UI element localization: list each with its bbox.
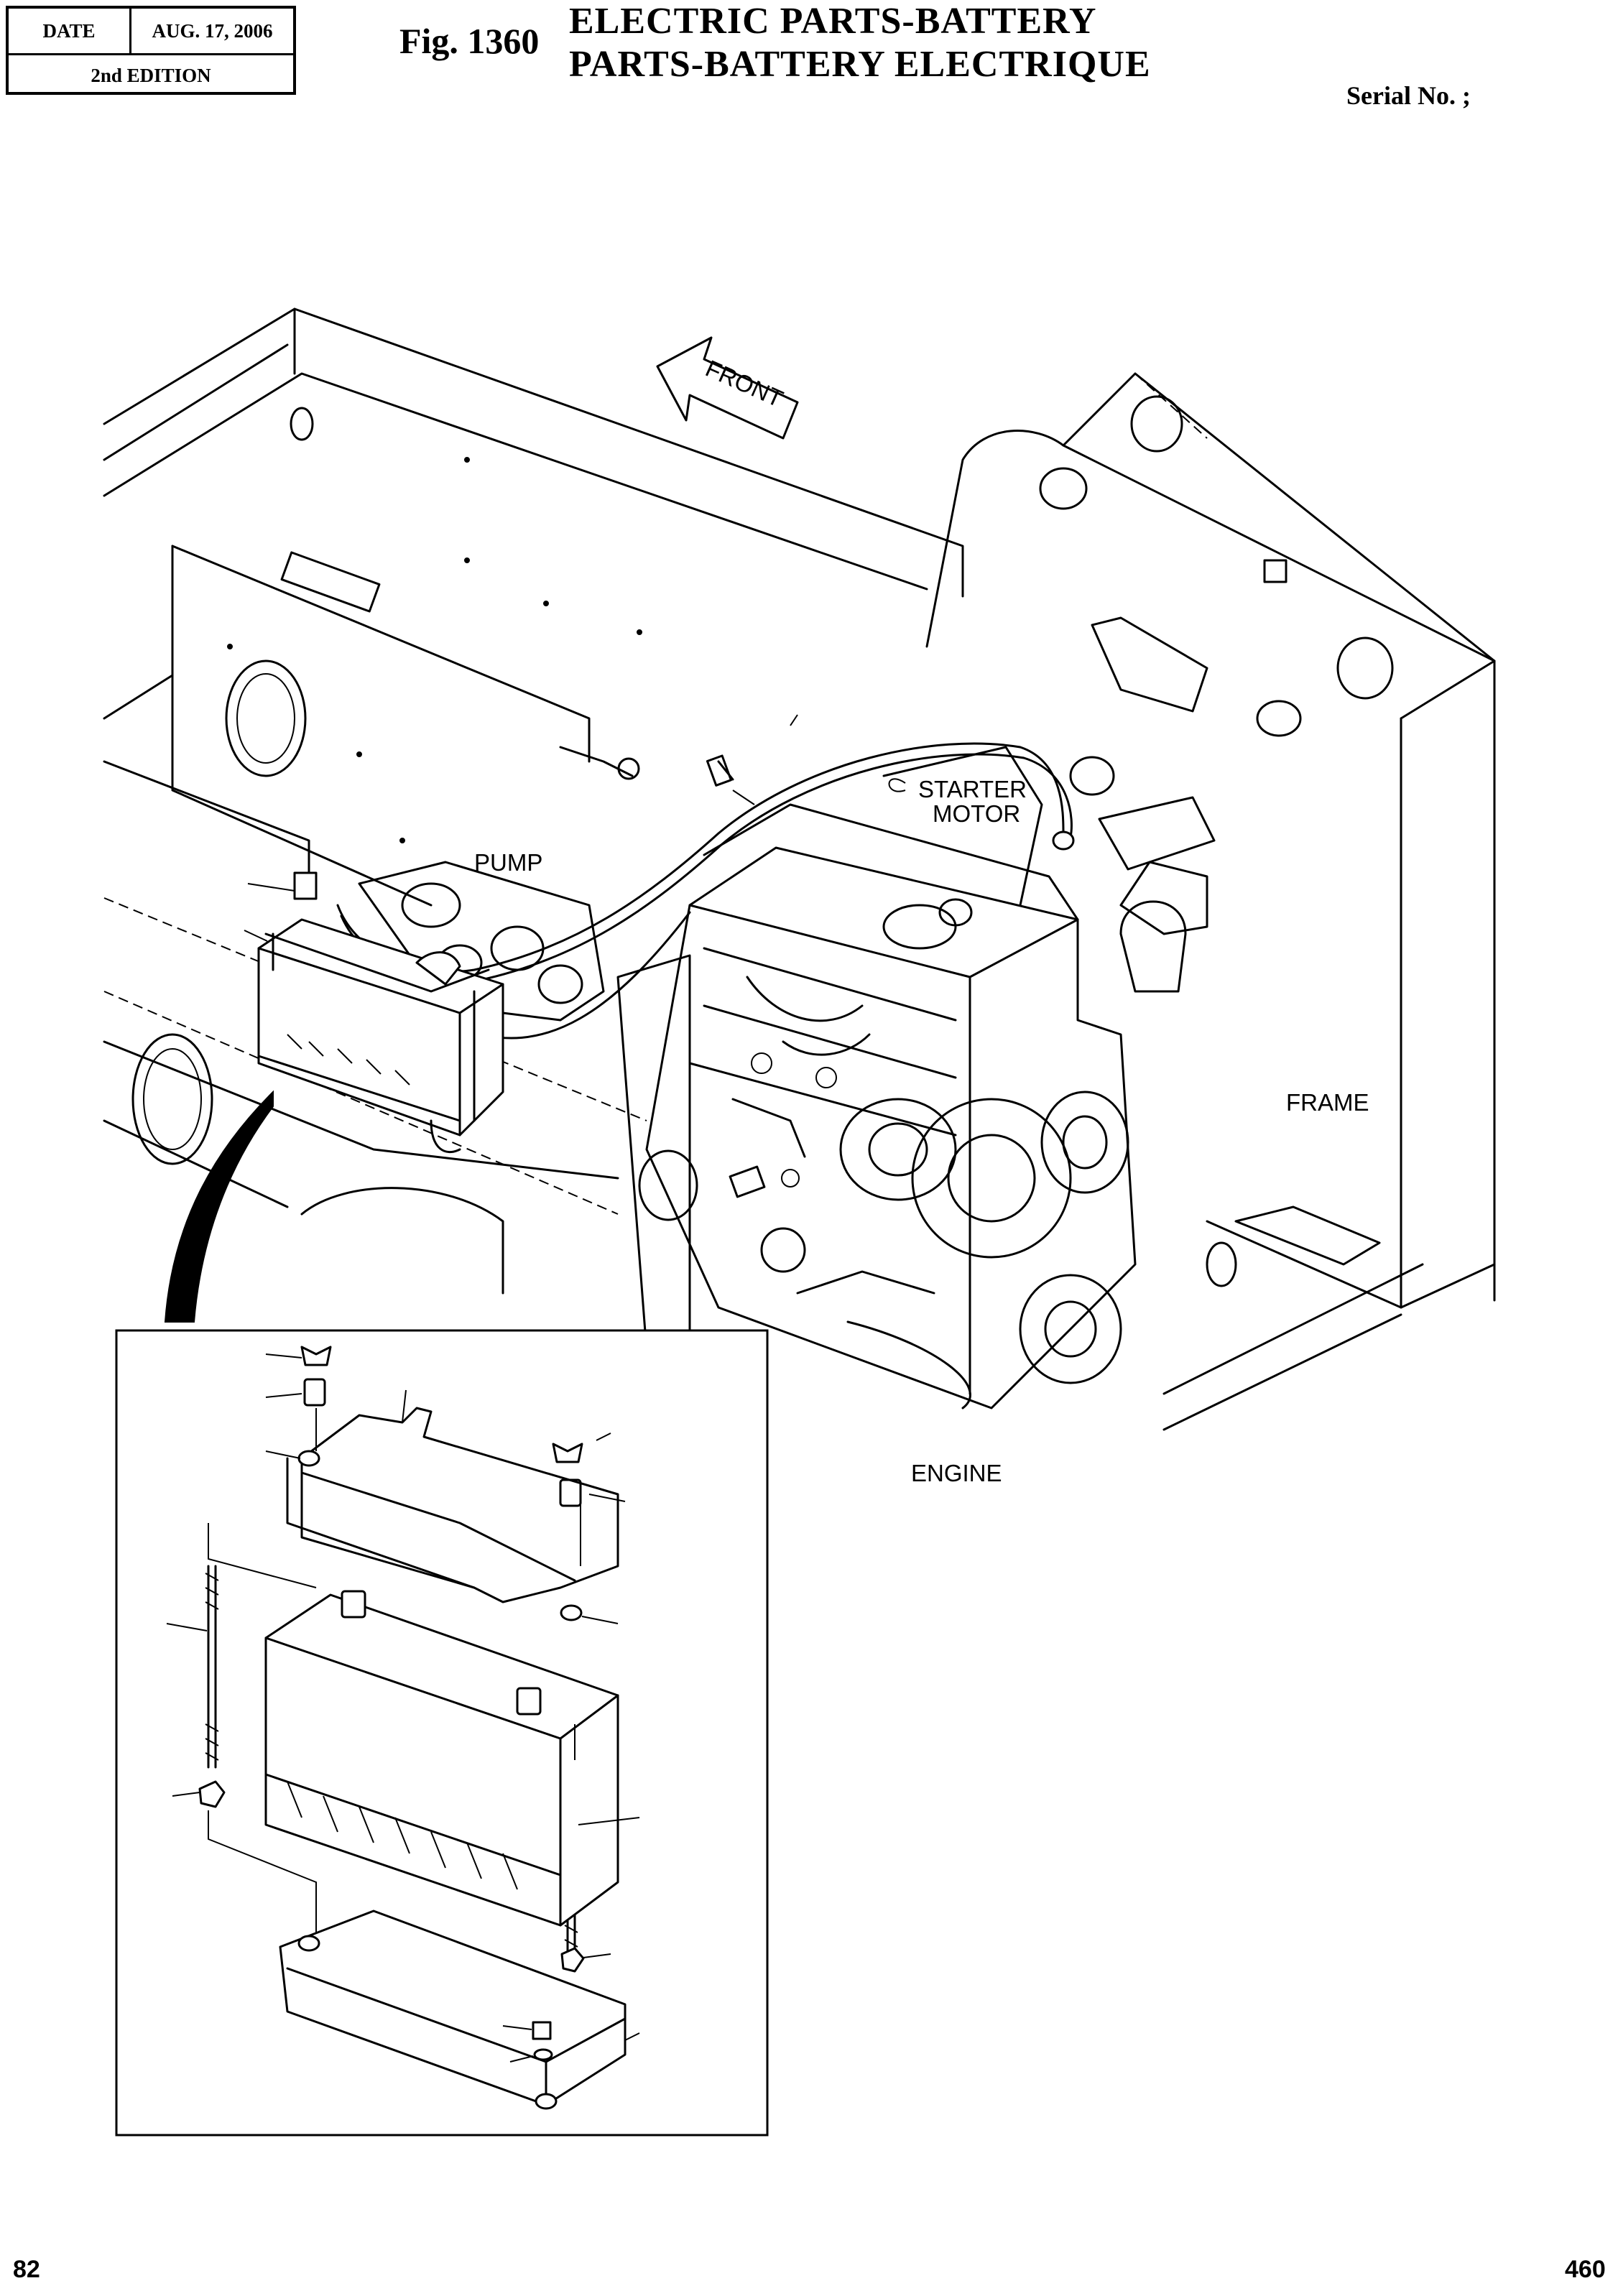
date-label: DATE xyxy=(9,9,131,53)
page-number-left: 82 xyxy=(13,2256,40,2283)
title-line-french: PARTS-BATTERY ELECTRIQUE xyxy=(569,44,1151,85)
serial-number-label: Serial No. ; xyxy=(1346,81,1471,110)
battery-body xyxy=(264,1593,619,1927)
page-title: ELECTRIC PARTS-BATTERY PARTS-BATTERY ELE… xyxy=(569,0,1151,86)
engine-drawing xyxy=(616,746,1216,1409)
starter-leader xyxy=(888,778,906,792)
spacer-right xyxy=(559,1478,582,1507)
starter-motor-label-line1: STARTER xyxy=(918,776,1027,802)
battery-detail-inset xyxy=(115,1329,769,2137)
title-line-english: ELECTRIC PARTS-BATTERY xyxy=(569,1,1097,42)
frame-upright-drawing xyxy=(925,372,1496,1431)
nut-left xyxy=(198,1780,226,1808)
engine-label: ENGINE xyxy=(911,1460,1002,1486)
battery-terminal-positive xyxy=(341,1590,366,1619)
frame-label: FRAME xyxy=(1286,1089,1369,1116)
wing-nut-right xyxy=(552,1443,583,1463)
date-value: AUG. 17, 2006 xyxy=(152,19,273,42)
pump-label: PUMP xyxy=(474,849,542,876)
battery-installed-drawing xyxy=(244,871,504,1154)
figure-number: Fig. 1360 xyxy=(399,21,540,61)
date-edition-box: DATE AUG. 17, 2006 2nd EDITION xyxy=(6,6,296,95)
front-direction-arrow: FRONT xyxy=(656,336,799,440)
starter-motor-label-line2: MOTOR xyxy=(933,800,1020,827)
edition-label: 2nd EDITION xyxy=(91,64,211,86)
nut-right xyxy=(560,1947,585,1973)
frame-chassis-drawing xyxy=(103,307,964,1295)
battery-terminal-negative xyxy=(516,1687,542,1716)
spacer-left xyxy=(303,1378,326,1407)
tray-bolt xyxy=(532,2021,552,2040)
detail-leader-arrow xyxy=(164,1090,274,1323)
wing-nut-left xyxy=(300,1346,332,1366)
tray-washer xyxy=(533,2048,553,2061)
page-number-right: 460 xyxy=(1565,2256,1606,2283)
